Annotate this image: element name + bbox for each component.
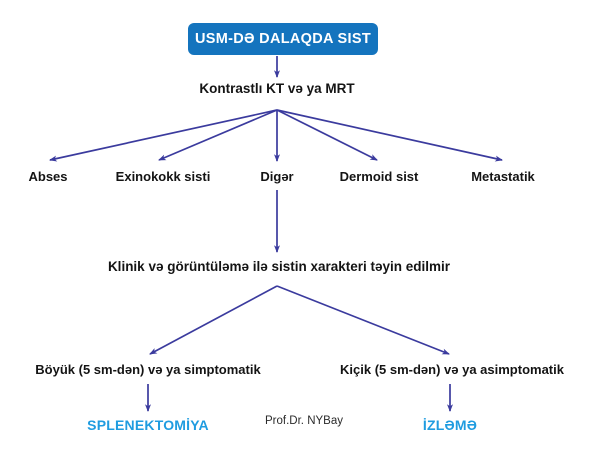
node-large-or-symptomatic-label: Böyük (5 sm-dən) və ya simptomatik — [35, 362, 261, 377]
node-large-or-symptomatic[interactable]: Böyük (5 sm-dən) və ya simptomatik — [35, 362, 261, 377]
node-followup[interactable]: İZLƏMƏ — [422, 417, 478, 433]
node-other[interactable]: Digər — [260, 169, 294, 184]
node-other-label: Digər — [260, 169, 294, 184]
node-imaging[interactable]: Kontrastlı KT və ya MRT — [199, 81, 355, 97]
node-indeterminate-character[interactable]: Klinik və görüntüləmə ilə sistin xarakte… — [107, 259, 451, 275]
arrow-indeterminate-to-small — [276, 285, 450, 355]
node-imaging-label: Kontrastlı KT və ya MRT — [199, 81, 355, 96]
arrow-imaging-to-echinococcal — [158, 109, 278, 161]
node-splenectomy-label: SPLENEKTOMİYA — [87, 417, 209, 433]
node-splenectomy[interactable]: SPLENEKTOMİYA — [87, 417, 209, 433]
node-echinococcal-cyst[interactable]: Exinokokk sisti — [115, 169, 211, 184]
node-abscess[interactable]: Abses — [28, 169, 68, 184]
node-abscess-label: Abses — [28, 169, 68, 184]
node-metastatic-label: Metastatik — [471, 169, 535, 184]
root-node-label: USM-DƏ DALAQDA SIST — [195, 31, 371, 47]
node-dermoid-cyst-label: Dermoid sist — [339, 169, 419, 184]
arrow-imaging-to-dermoid — [276, 109, 378, 161]
node-indeterminate-character-label: Klinik və görüntüləmə ilə sistin xarakte… — [107, 259, 451, 274]
node-small-or-asymptomatic-label: Kiçik (5 sm-dən) və ya asimptomatik — [340, 362, 564, 377]
node-echinococcal-cyst-label: Exinokokk sisti — [115, 169, 211, 184]
node-metastatic[interactable]: Metastatik — [471, 169, 535, 184]
root-node-box[interactable]: USM-DƏ DALAQDA SIST — [188, 23, 378, 55]
arrow-imaging-to-abscess — [49, 109, 278, 162]
node-dermoid-cyst[interactable]: Dermoid sist — [339, 169, 419, 184]
arrow-indeterminate-to-large — [149, 285, 278, 355]
node-followup-label: İZLƏMƏ — [422, 417, 478, 433]
author-credit-label: Prof.Dr. NYBay — [265, 415, 343, 427]
arrow-imaging-to-metastatic — [276, 109, 503, 162]
author-credit: Prof.Dr. NYBay — [265, 415, 343, 428]
node-small-or-asymptomatic[interactable]: Kiçik (5 sm-dən) və ya asimptomatik — [340, 362, 564, 377]
